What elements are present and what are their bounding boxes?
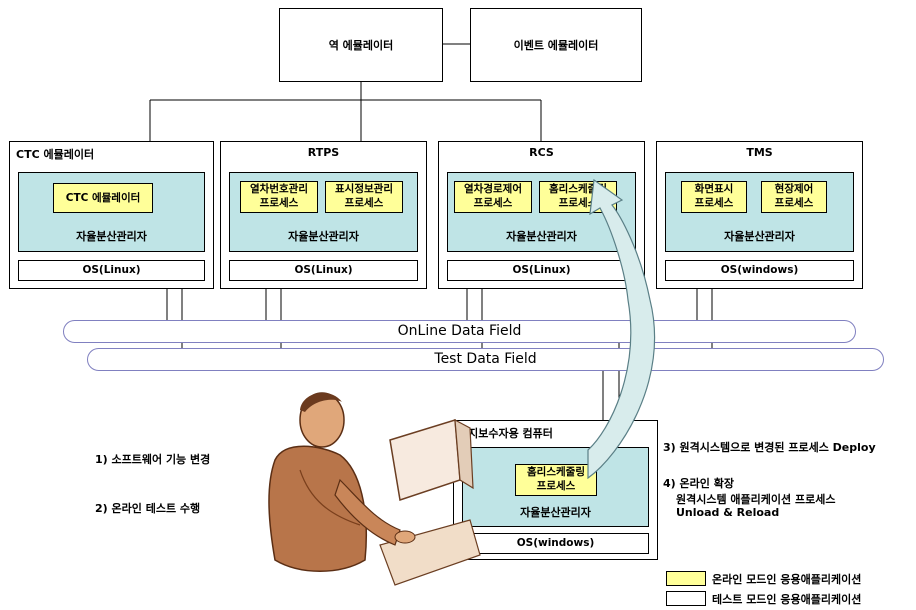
legend-online-swatch: [666, 571, 706, 586]
manager-panel: 홈리스케줄링 프로세스 자율분산관리자: [462, 447, 649, 527]
step-3-note: 3) 원격시스템으로 변경된 프로세스 Deploy: [663, 441, 876, 454]
maintenance-title: 유지보수자용 컴퓨터: [458, 427, 553, 440]
system-tms: TMS 화면표시 프로세스 현장제어 프로세스 자율분산관리자 OS(windo…: [656, 141, 863, 289]
station-emulator-label: 역 에뮬레이터: [328, 39, 394, 52]
os-label: OS(Linux): [18, 260, 205, 281]
system-title: CTC 에뮬레이터: [16, 148, 95, 161]
process-box: 화면표시 프로세스: [681, 181, 747, 213]
system-rtps: RTPS 열차번호관리 프로세스 표시정보관리 프로세스 자율분산관리자 OS(…: [220, 141, 427, 289]
manager-label: 자율분산관리자: [288, 230, 359, 243]
os-label: OS(Linux): [447, 260, 636, 281]
step-4-title: 4) 온라인 확장: [663, 477, 734, 490]
process-box: 현장제어 프로세스: [761, 181, 827, 213]
system-title: RCS: [529, 146, 554, 159]
manager-label: 자율분산관리자: [76, 230, 147, 243]
process-box: 홈리스케줄링 프로세스: [515, 464, 597, 496]
process-box: 열차경로제어 프로세스: [454, 181, 532, 213]
os-label: OS(windows): [462, 533, 649, 554]
manager-panel: 열차번호관리 프로세스 표시정보관리 프로세스 자율분산관리자: [229, 172, 418, 252]
event-emulator-box: 이벤트 에뮬레이터: [470, 8, 642, 82]
system-title: TMS: [746, 146, 773, 159]
manager-panel: CTC 에뮬레이터 자율분산관리자: [18, 172, 205, 252]
event-emulator-label: 이벤트 에뮬레이터: [513, 39, 599, 52]
test-data-field-bus: Test Data Field: [87, 348, 884, 371]
online-data-field-bus: OnLine Data Field: [63, 320, 856, 343]
process-box: 열차번호관리 프로세스: [240, 181, 318, 213]
legend-test-swatch: [666, 591, 706, 606]
step-1-note: 1) 소프트웨어 기능 변경: [95, 453, 211, 466]
station-emulator-box: 역 에뮬레이터: [279, 8, 443, 82]
manager-label: 자율분산관리자: [520, 506, 591, 519]
manager-panel: 화면표시 프로세스 현장제어 프로세스 자율분산관리자: [665, 172, 854, 252]
os-label: OS(Linux): [229, 260, 418, 281]
system-ctc: CTC 에뮬레이터 CTC 에뮬레이터 자율분산관리자 OS(Linux): [9, 141, 214, 289]
manager-label: 자율분산관리자: [506, 230, 577, 243]
os-label: OS(windows): [665, 260, 854, 281]
step-4-line3: Unload & Reload: [676, 506, 780, 519]
step-4-line2: 원격시스템 애플리케이션 프로세스: [676, 493, 836, 506]
system-title: RTPS: [307, 146, 340, 159]
test-bus-label: Test Data Field: [434, 351, 537, 367]
maintenance-computer: 유지보수자용 컴퓨터 홈리스케줄링 프로세스 자율분산관리자 OS(window…: [453, 420, 658, 560]
manager-label: 자율분산관리자: [724, 230, 795, 243]
legend-online-label: 온라인 모드인 응용애플리케이션: [712, 573, 862, 586]
process-box: 표시정보관리 프로세스: [325, 181, 403, 213]
step-2-note: 2) 온라인 테스트 수행: [95, 502, 201, 515]
process-box: CTC 에뮬레이터: [53, 183, 153, 213]
legend-test-label: 테스트 모드인 응용애플리케이션: [712, 593, 862, 606]
online-bus-label: OnLine Data Field: [397, 323, 522, 339]
